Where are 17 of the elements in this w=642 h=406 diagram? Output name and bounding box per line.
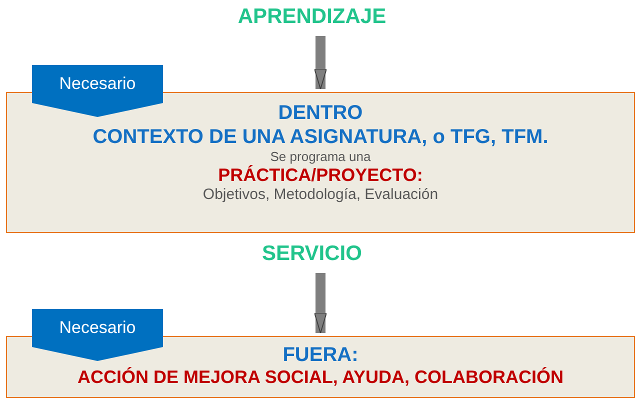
body-text: Objetivos, Metodología, Evaluación [202,186,438,204]
banner-label: Necesario [59,74,136,94]
content-panel [6,92,635,233]
body-text: Se programa una [270,149,371,165]
arrow [314,36,327,90]
label-banner [32,65,163,117]
heading-text: FUERA: [282,343,358,367]
stage-heading: APRENDIZAJE [238,4,386,30]
highlight-text: ACCIÓN DE MEJORA SOCIAL, AYUDA, COLABORACIÓN [77,367,564,389]
content-panel [6,336,635,398]
highlight-text: PRÁCTICA/PROYECTO: [218,164,423,186]
subheading-text: CONTEXTO DE UNA ASIGNATURA, o TFG, TFM. [92,125,548,149]
label-banner [32,309,163,361]
banner-label: Necesario [59,318,136,338]
stage-heading: SERVICIO [262,241,362,266]
arrow [314,273,327,334]
heading-text: DENTRO [278,101,363,125]
